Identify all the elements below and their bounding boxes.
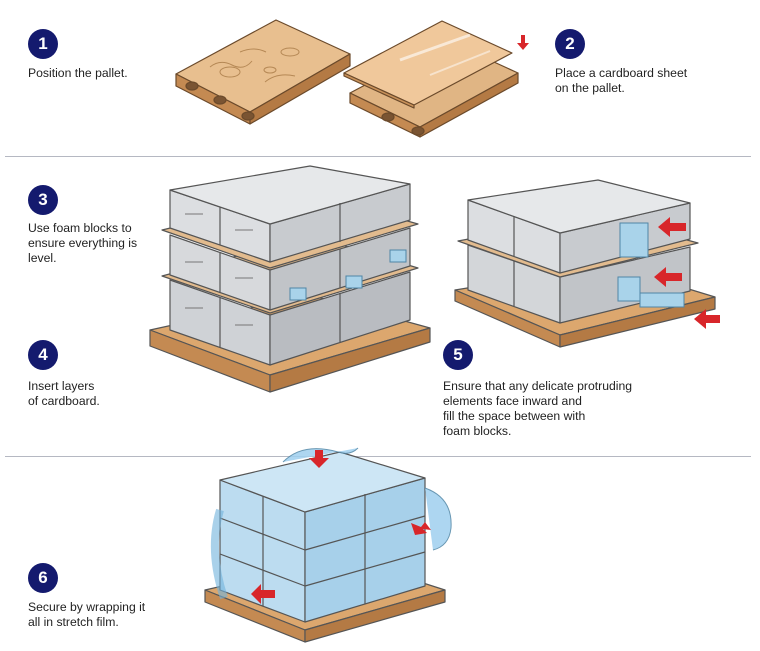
step-6-badge: 6 — [28, 563, 58, 593]
step-1-number: 1 — [38, 34, 48, 53]
step-3-line-3: level. — [28, 251, 57, 265]
section-divider-1 — [5, 156, 751, 157]
stacked-pallet-illustration — [149, 165, 431, 393]
step-1-badge: 1 — [28, 29, 58, 59]
step-4-line-1: Insert layers — [28, 379, 95, 393]
step-5-line-2: elements face inward and — [443, 394, 582, 408]
foam-fill-illustration — [454, 179, 720, 348]
step-2-line-2: on the pallet. — [555, 81, 625, 95]
section-divider-2 — [5, 456, 751, 457]
step-4-badge: 4 — [28, 340, 58, 370]
stretch-wrap-illustration — [204, 447, 452, 643]
step-3-badge: 3 — [28, 185, 58, 215]
step-1-text: Position the pallet. — [28, 66, 128, 80]
step-5-line-4: foam blocks. — [443, 424, 512, 438]
step-2-badge: 2 — [555, 29, 585, 59]
step-5-line-1: Ensure that any delicate protruding — [443, 379, 633, 393]
cardboard-sheet-illustration — [343, 20, 529, 138]
step-3-line-2: ensure everything is — [28, 236, 138, 250]
step-3-number: 3 — [38, 190, 48, 209]
step-6-line-1: Secure by wrapping it — [28, 600, 146, 614]
step-4-number: 4 — [38, 345, 48, 364]
step-2-text: Place a cardboard sheet on the pallet. — [555, 66, 687, 96]
step-3-line-1: Use foam blocks to — [28, 221, 132, 235]
step-4-line-2: of cardboard. — [28, 394, 100, 408]
pallet-illustration — [175, 19, 351, 125]
step-4-text: Insert layers of cardboard. — [28, 379, 100, 409]
step-2-line-1: Place a cardboard sheet — [555, 66, 688, 80]
step-5-text: Ensure that any delicate protruding elem… — [443, 379, 632, 439]
step-3-text: Use foam blocks to ensure everything is … — [28, 221, 137, 266]
step-2-number: 2 — [565, 34, 575, 53]
step-5-number: 5 — [453, 345, 463, 364]
step-6-text: Secure by wrapping it all in stretch fil… — [28, 600, 145, 630]
step-6-number: 6 — [38, 568, 48, 587]
step-5-line-3: fill the space between with — [443, 409, 586, 423]
step-5-badge: 5 — [443, 340, 473, 370]
step-6-line-2: all in stretch film. — [28, 615, 119, 629]
